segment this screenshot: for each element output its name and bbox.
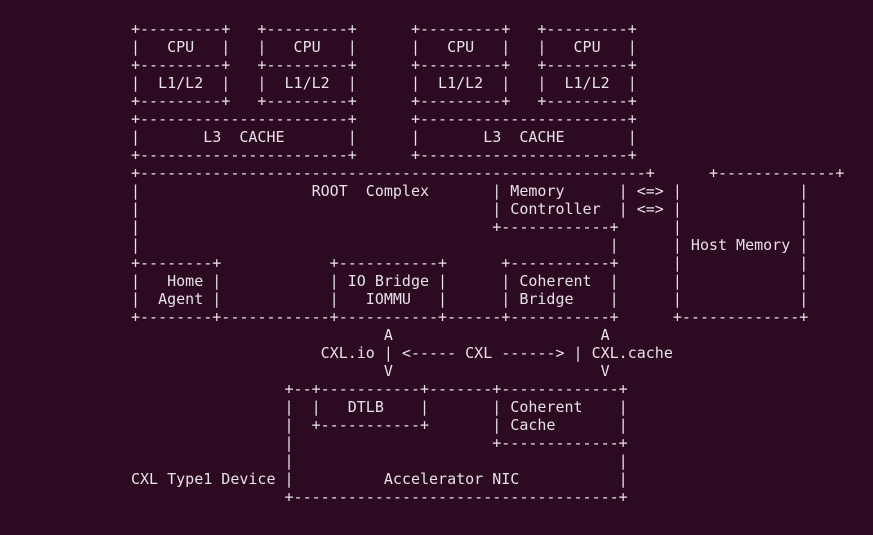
diagram-line-agent-iommu-bridge-labels: | Agent | | IOMMU | | Bridge | | | xyxy=(131,290,809,308)
diagram-line-l1l2-bottom-border: +---------+ +---------+ +---------+ +---… xyxy=(131,92,637,110)
diagram-line-root-complex-label: | ROOT Complex | Memory | <=> | | xyxy=(131,182,809,200)
diagram-line-cxl-link-labels: CXL.io | <----- CXL ------> | CXL.cache xyxy=(131,344,673,362)
diagram-line-cache-bottom-border: | +-------------+ xyxy=(131,434,628,452)
diagram-line-accelerator-label: CXL Type1 Device | Accelerator NIC | xyxy=(131,470,628,488)
diagram-line-root-bottom-border: +--------+------------+-----------+-----… xyxy=(131,308,809,326)
diagram-line-cpu-top-border: +---------+ +---------+ +---------+ +---… xyxy=(131,20,637,38)
diagram-line-cpu-divider: +---------+ +---------+ +---------+ +---… xyxy=(131,56,637,74)
diagram-line-root-top-border: +---------------------------------------… xyxy=(131,164,845,182)
diagram-line-dtlb-coherent-labels: | | DTLB | | Coherent | xyxy=(131,398,628,416)
diagram-line-subblocks-top-border: +--------+ +-----------+ +-----------+ |… xyxy=(131,254,809,272)
diagram-line-memory-controller-border: | +------------+ | | xyxy=(131,218,809,236)
diagram-line-device-top-border: +--+-----------+-------+-------------+ xyxy=(131,380,628,398)
diagram-line-device-bottom-border: +------------------------------------+ xyxy=(131,488,628,506)
diagram-line-host-memory-label: | | | Host Memory | xyxy=(131,236,809,254)
diagram-line-device-body: | | xyxy=(131,452,628,470)
diagram-line-l1l2-labels: | L1/L2 | | L1/L2 | | L1/L2 | | L1/L2 | xyxy=(131,74,637,92)
diagram-line-link-arrows-down: V V xyxy=(131,362,610,380)
diagram-line-home-io-coherent-labels: | Home | | IO Bridge | | Coherent | | | xyxy=(131,272,809,290)
diagram-line-l3-bottom-border: +-----------------------+ +-------------… xyxy=(131,146,637,164)
diagram-line-cpu-labels: | CPU | | CPU | | CPU | | CPU | xyxy=(131,38,637,56)
diagram-line-memory-controller-label: | | Controller | <=> | | xyxy=(131,200,809,218)
diagram-line-l3-top-border: +-----------------------+ +-------------… xyxy=(131,110,637,128)
diagram-line-l3-labels: | L3 CACHE | | L3 CACHE | xyxy=(131,128,637,146)
cxl-ascii-diagram: +---------+ +---------+ +---------+ +---… xyxy=(131,20,844,506)
diagram-line-link-arrows-up: A A xyxy=(131,326,610,344)
diagram-line-dtlb-cache-labels: | +-----------+ | Cache | xyxy=(131,416,628,434)
